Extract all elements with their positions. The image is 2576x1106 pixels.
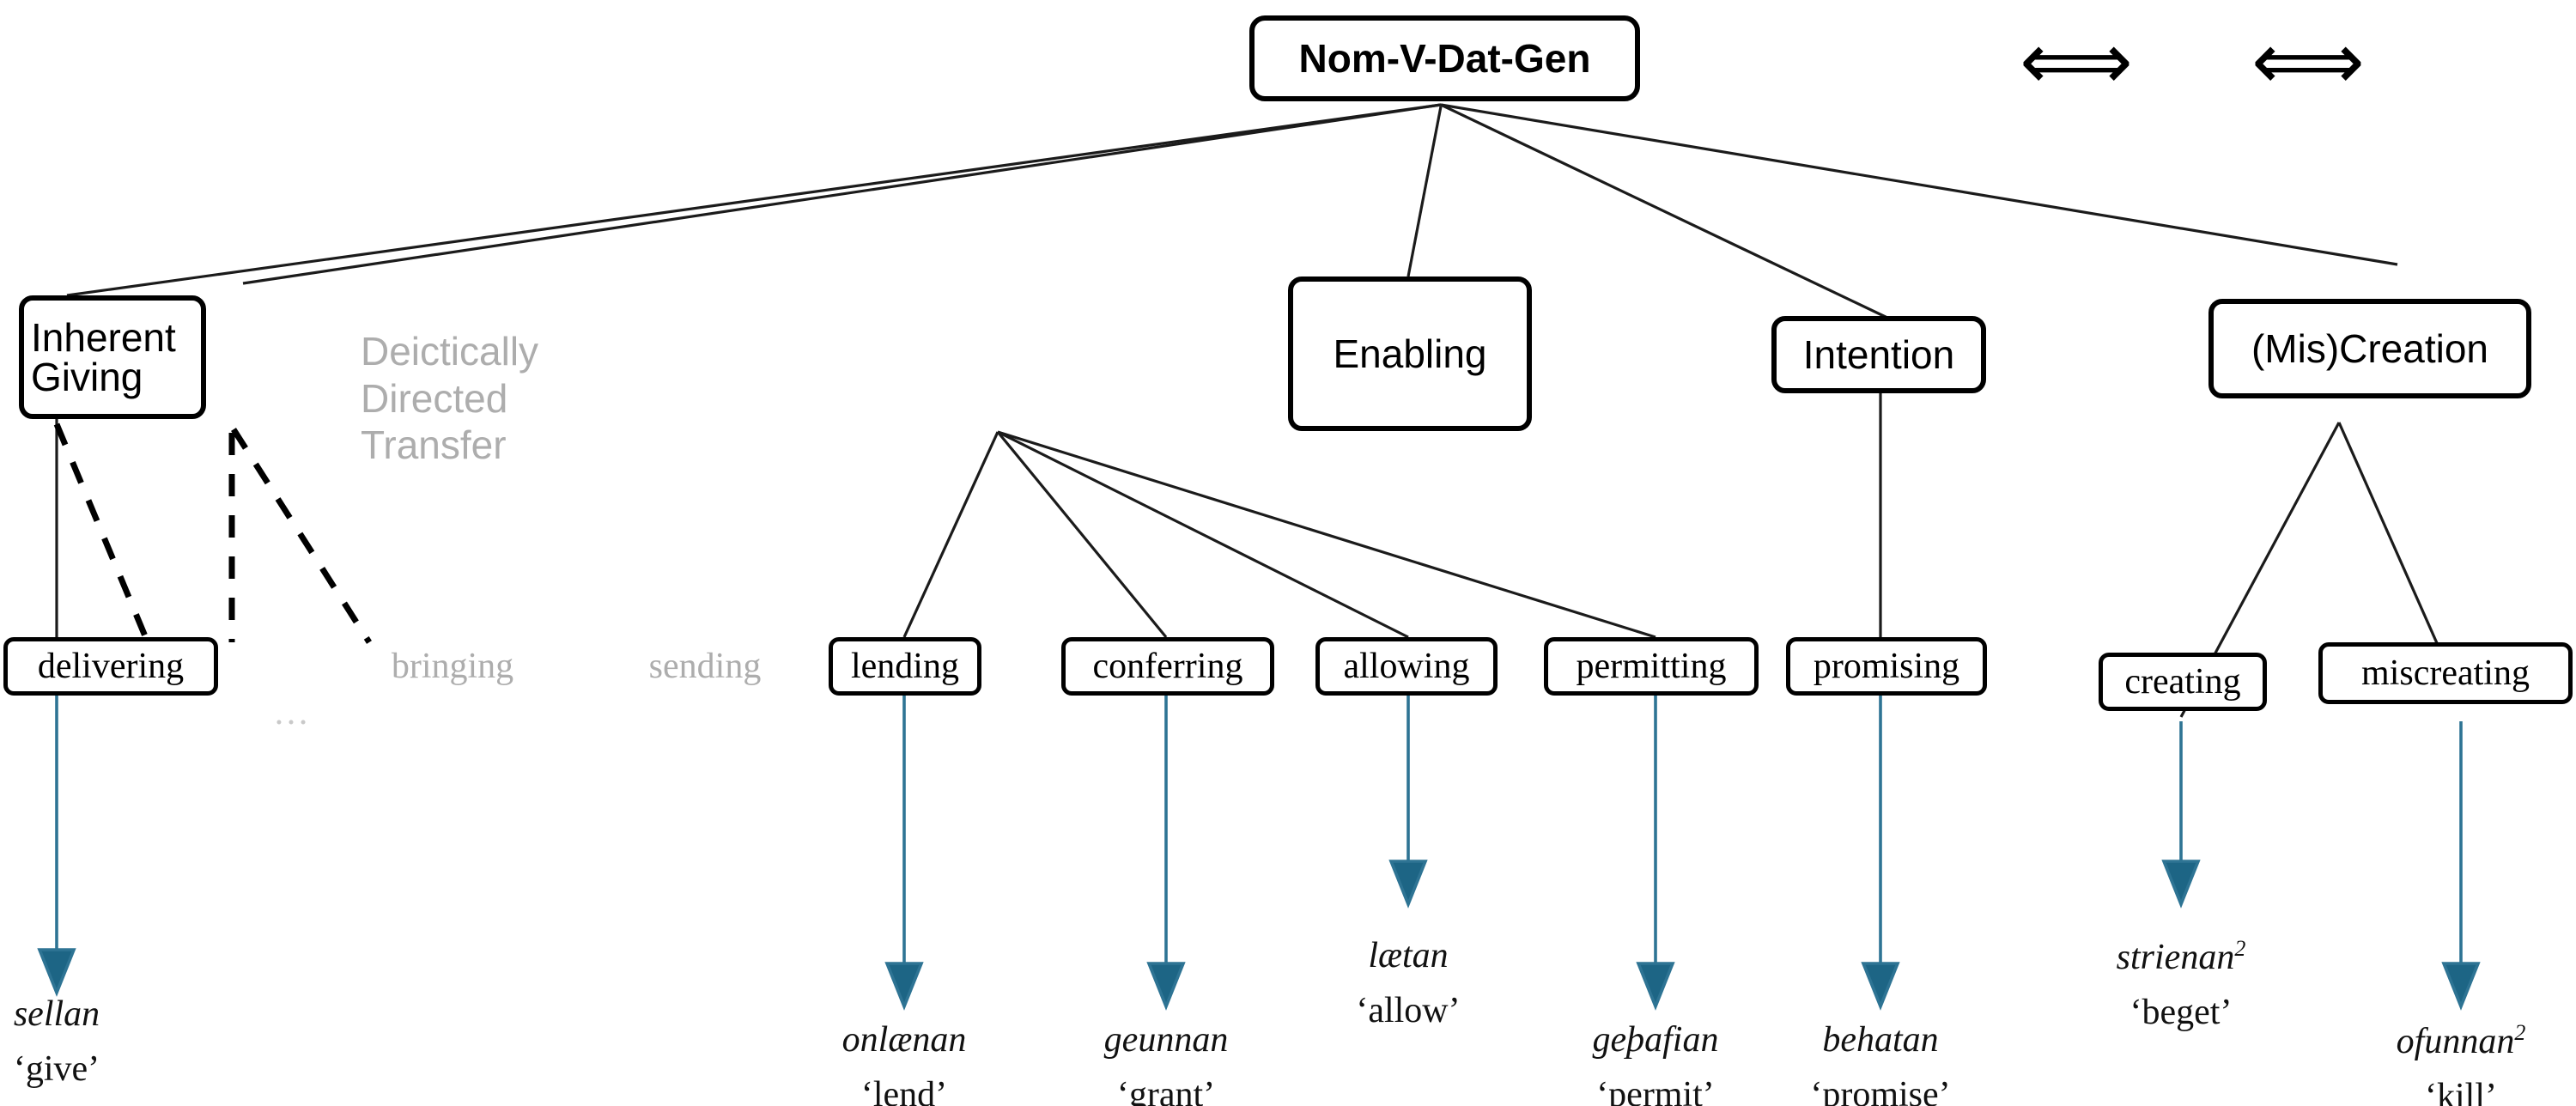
node-promising[interactable]: promising [1786, 637, 1987, 696]
edge-root-to-miscreation [1440, 103, 2398, 266]
gloss-geunnan-translation: ‘grant’ [1116, 1075, 1216, 1106]
node-root-label: Nom-V-Dat-Gen [1298, 35, 1591, 81]
node-delivering[interactable]: delivering [3, 637, 218, 696]
node-intention[interactable]: Intention [1771, 316, 1986, 393]
gloss-geunnan: geunnan ‘grant’ [1046, 1022, 1286, 1106]
double-headed-arrow-1-icon: ⟺ [1999, 19, 2154, 105]
node-creating-label: creating [2124, 661, 2241, 702]
gloss-gethafian-translation: ‘permit’ [1596, 1075, 1715, 1106]
node-root-nom-v-dat-gen[interactable]: Nom-V-Dat-Gen [1249, 15, 1640, 101]
gloss-sellan: sellan ‘give’ [0, 996, 177, 1087]
node-allowing[interactable]: allowing [1315, 637, 1498, 696]
node-bringing: bringing [354, 646, 551, 689]
gloss-strienan: strienan2 ‘beget’ [2061, 936, 2301, 1032]
gloss-onlaenan-oldenglish: onlænan [841, 1020, 967, 1060]
gloss-laetan: lætan ‘allow’ [1288, 938, 1528, 1029]
gloss-ofunnan-translation: ‘kill’ [2425, 1077, 2497, 1106]
edge-root-to-deictic [242, 103, 1442, 285]
gloss-arrow-promising [1861, 694, 1900, 1011]
node-lending-label: lending [851, 646, 959, 686]
gloss-onlaenan-translation: ‘lend’ [860, 1075, 948, 1106]
gloss-sellan-translation: ‘give’ [13, 1049, 100, 1089]
edge-deictic-to-sending-dashed [231, 428, 372, 644]
gloss-ofunnan: ofunnan2 ‘kill’ [2341, 1022, 2576, 1106]
node-mis-creation[interactable]: (Mis)Creation [2208, 299, 2531, 398]
gloss-laetan-translation: ‘allow’ [1356, 991, 1461, 1030]
arrow-glyph-2: ⟺ [2251, 15, 2365, 107]
node-deictically-directed-transfer-label: Deictically Directed Transfer [361, 329, 539, 467]
gloss-arrow-miscreating [2441, 721, 2481, 1011]
gloss-arrow-permitting [1636, 694, 1675, 1011]
node-ellipsis-label: … [273, 692, 311, 732]
node-allowing-label: allowing [1343, 646, 1470, 686]
arrow-glyph-1: ⟺ [2020, 15, 2133, 107]
gloss-behatan: behatan ‘promise’ [1760, 1022, 2001, 1106]
gloss-onlaenan: onlænan ‘lend’ [784, 1022, 1024, 1106]
edge-enabling-to-permitting [997, 430, 1656, 639]
node-bringing-label: bringing [391, 647, 514, 686]
node-lending[interactable]: lending [829, 637, 981, 696]
gloss-ofunnan-sup: 2 [2514, 1020, 2526, 1045]
node-deictically-directed-transfer: Deictically Directed Transfer [361, 282, 644, 468]
node-conferring[interactable]: conferring [1061, 637, 1274, 696]
gloss-gethafian-oldenglish: geþafian [1592, 1020, 1719, 1060]
gloss-geunnan-oldenglish: geunnan [1103, 1020, 1229, 1060]
edge-enabling-to-lending [902, 431, 999, 638]
gloss-laetan-oldenglish: lætan [1368, 936, 1449, 975]
double-headed-arrow-2-icon: ⟺ [2231, 19, 2385, 105]
gloss-arrow-allowing [1388, 694, 1428, 908]
gloss-arrow-conferring [1146, 694, 1186, 1011]
node-miscreating[interactable]: miscreating [2318, 642, 2573, 704]
gloss-strienan-oldenglish: strienan2 [2116, 936, 2246, 977]
gloss-strienan-translation: ‘beget’ [2129, 993, 2233, 1032]
node-delivering-label: delivering [37, 646, 185, 686]
gloss-arrow-delivering [37, 694, 76, 997]
node-ellipsis: … [258, 649, 326, 734]
gloss-strienan-sup: 2 [2234, 936, 2246, 961]
node-mis-creation-label: (Mis)Creation [2251, 325, 2489, 371]
node-enabling-label: Enabling [1333, 331, 1487, 376]
node-enabling[interactable]: Enabling [1288, 276, 1532, 431]
node-miscreating-label: miscreating [2361, 653, 2530, 693]
node-intention-label: Intention [1802, 331, 1955, 377]
node-sending: sending [614, 646, 796, 689]
gloss-sellan-oldenglish: sellan [13, 994, 100, 1034]
node-permitting-label: permitting [1576, 646, 1727, 686]
edge-root-to-enabling [1406, 106, 1443, 277]
edge-enabling-to-conferring [996, 430, 1168, 639]
edge-inherent-giving-to-ellipsis-dashed [53, 422, 151, 644]
node-conferring-label: conferring [1092, 646, 1243, 686]
node-sending-label: sending [648, 647, 762, 686]
gloss-ofunnan-oldenglish: ofunnan2 [2396, 1020, 2526, 1061]
edge-root-to-inherent-giving [66, 103, 1442, 297]
gloss-behatan-translation: ‘promise’ [1810, 1075, 1951, 1106]
gloss-behatan-oldenglish: behatan [1822, 1020, 1939, 1060]
node-permitting[interactable]: permitting [1544, 637, 1759, 696]
node-inherent-giving-label: Inherent Giving [31, 315, 176, 399]
node-promising-label: promising [1813, 646, 1960, 686]
edge-enabling-to-allowing [997, 430, 1409, 639]
node-inherent-giving[interactable]: Inherent Giving [19, 295, 206, 419]
gloss-gethafian: geþafian ‘permit’ [1535, 1022, 1776, 1106]
gloss-arrow-creating [2161, 721, 2201, 908]
gloss-arrow-lending [884, 694, 924, 1011]
node-creating[interactable]: creating [2099, 653, 2267, 711]
